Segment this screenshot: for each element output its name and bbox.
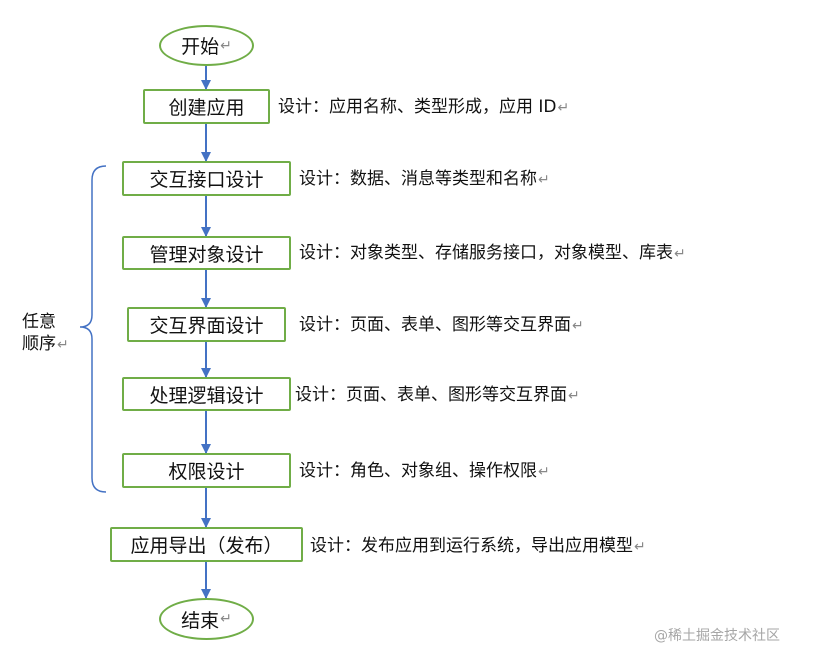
paragraph-mark: ↵ <box>220 37 232 54</box>
paragraph-mark: ↵ <box>674 246 686 262</box>
paragraph-mark: ↵ <box>220 611 232 627</box>
create-app-label: 创建应用 <box>168 97 245 119</box>
interaction-interface-description: 设计：数据、消息等类型和名称↵ <box>299 169 550 189</box>
managed-object-description: 设计：对象类型、存储服务接口，对象模型、库表↵ <box>299 243 686 263</box>
any-order-label: 任意 顺序↵ <box>22 311 69 356</box>
paragraph-mark: ↵ <box>572 318 584 334</box>
processing-logic-description: 设计：页面、表单、图形等交互界面↵ <box>295 385 580 405</box>
processing-logic-node: 处理逻辑设计 <box>122 377 291 411</box>
create-app-description: 设计：应用名称、类型形成，应用 ID↵ <box>278 97 570 117</box>
paragraph-mark: ↵ <box>538 172 550 188</box>
permission-label: 权限设计 <box>168 461 245 483</box>
start-node: 开始↵ <box>159 25 254 66</box>
permission-description: 设计：角色、对象组、操作权限↵ <box>299 461 550 481</box>
any-order-line1: 任意 <box>22 312 56 332</box>
start-node-label: 开始 <box>181 36 220 58</box>
paragraph-mark: ↵ <box>568 388 580 404</box>
processing-logic-label: 处理逻辑设计 <box>149 384 264 407</box>
watermark: @稀土掘金技术社区 <box>654 628 780 644</box>
managed-object-label: 管理对象设计 <box>149 243 264 266</box>
left-brace <box>79 165 107 493</box>
paragraph-mark: ↵ <box>557 100 570 116</box>
export-app-label: 应用导出（发布） <box>130 535 283 557</box>
paragraph-mark: ↵ <box>634 539 646 555</box>
paragraph-mark: ↵ <box>57 337 69 353</box>
end-node-label: 结束 <box>181 609 220 632</box>
managed-object-node: 管理对象设计 <box>122 236 291 270</box>
any-order-line2: 顺序↵ <box>22 334 69 354</box>
permission-node: 权限设计 <box>122 453 291 488</box>
interaction-ui-label: 交互界面设计 <box>149 315 264 337</box>
interaction-interface-node: 交互接口设计 <box>122 161 291 196</box>
interaction-ui-node: 交互界面设计 <box>127 307 286 342</box>
interaction-ui-description: 设计：页面、表单、图形等交互界面↵ <box>299 315 584 335</box>
paragraph-mark: ↵ <box>538 464 550 480</box>
export-app-node: 应用导出（发布） <box>110 527 303 562</box>
create-app-node: 创建应用 <box>143 89 270 124</box>
export-app-description: 设计：发布应用到运行系统，导出应用模型↵ <box>310 536 646 556</box>
interaction-interface-label: 交互接口设计 <box>149 169 264 191</box>
end-node: 结束↵ <box>159 598 254 640</box>
